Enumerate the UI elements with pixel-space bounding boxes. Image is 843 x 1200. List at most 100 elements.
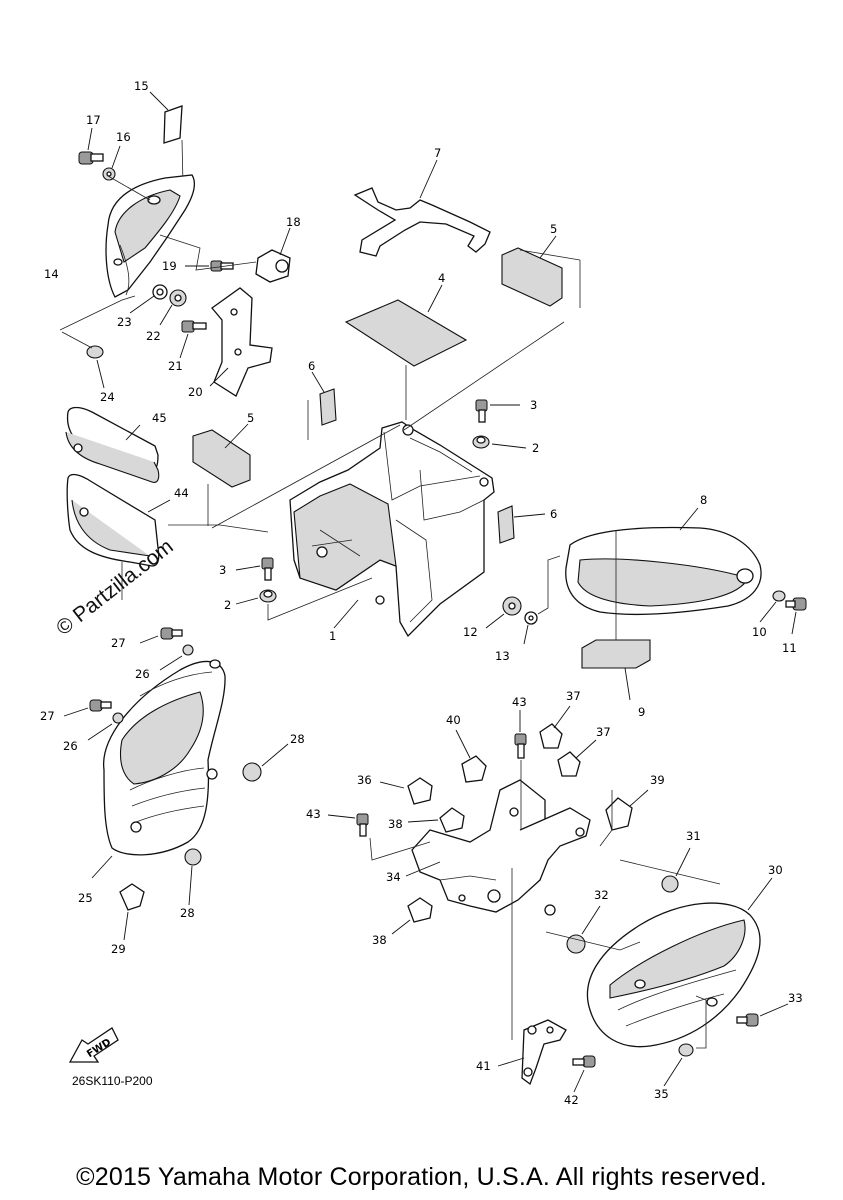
callout-45: 45 [152, 411, 167, 425]
callout-labels: 1 2 2 3 3 4 5 5 6 6 7 8 9 10 11 12 13 14… [40, 79, 803, 1107]
callout-3: 3 [219, 563, 226, 577]
callout-13: 13 [495, 649, 510, 663]
part-14-side-cover [105, 174, 196, 298]
part-36-clamp [379, 777, 433, 805]
callout-3: 3 [530, 398, 537, 412]
part-28-grommet-upper [242, 743, 289, 782]
part-45-reflector [65, 406, 160, 483]
part-17-bolt [78, 127, 104, 165]
callout-32: 32 [594, 888, 609, 902]
part-12-grommet [485, 596, 522, 629]
callout-29: 29 [111, 942, 126, 956]
callout-5: 5 [550, 222, 557, 236]
part-23-washer [129, 284, 168, 314]
callout-16: 16 [116, 130, 131, 144]
part-32-grommet [566, 905, 601, 954]
callout-21: 21 [168, 359, 183, 373]
part-3-bolt-upper [475, 399, 520, 423]
part-29-clamp [119, 883, 145, 941]
part-2-nut-lower [235, 589, 277, 605]
part-43-bolt-left [327, 813, 431, 861]
drawing-code: 26SK110-P200 [72, 1074, 153, 1088]
callout-41: 41 [476, 1059, 491, 1073]
part-25-side-cover [91, 659, 226, 879]
part-44-reflector [66, 473, 171, 567]
part-39-clamp [599, 789, 649, 847]
part-27-bolt-lower [63, 699, 112, 717]
callout-6: 6 [308, 359, 315, 373]
callout-2: 2 [224, 598, 231, 612]
callout-2: 2 [532, 441, 539, 455]
part-26-collar-upper [159, 644, 194, 671]
callout-6: 6 [550, 507, 557, 521]
part-2-nut-upper [472, 435, 527, 449]
callout-37: 37 [596, 725, 611, 739]
part-26-collar-lower [87, 712, 124, 741]
callout-11: 11 [782, 641, 797, 655]
part-1-battery-box [289, 421, 495, 638]
part-37-clamp-upper [539, 705, 571, 749]
part-22-grommet [159, 289, 187, 326]
part-8-side-cover [565, 507, 762, 616]
part-6-pad-right [497, 505, 546, 544]
callout-30: 30 [768, 863, 783, 877]
callout-9: 9 [638, 705, 645, 719]
callout-14: 14 [44, 267, 59, 281]
callout-4: 4 [438, 271, 445, 285]
callout-44: 44 [174, 486, 189, 500]
callout-31: 31 [686, 829, 701, 843]
part-40-clamp [455, 729, 487, 783]
part-27-bolt-upper [139, 627, 183, 644]
callout-43: 43 [512, 695, 527, 709]
part-4-sheet [344, 284, 468, 420]
callout-19: 19 [162, 259, 177, 273]
part-7-strap [353, 159, 491, 257]
part-38-clamp-lower [391, 897, 433, 935]
part-41-bracket [497, 868, 567, 1086]
callout-7: 7 [434, 146, 441, 160]
callout-15: 15 [134, 79, 149, 93]
callout-5: 5 [247, 411, 254, 425]
callout-17: 17 [86, 113, 101, 127]
part-30-side-cover [586, 877, 773, 1048]
part-37-clamp-lower [557, 739, 597, 777]
part-24-grommet [86, 345, 105, 389]
callout-1: 1 [329, 629, 336, 643]
callout-24: 24 [100, 390, 115, 404]
part-38-clamp-upper [407, 807, 465, 833]
part-18-relay [255, 227, 291, 283]
callout-42: 42 [564, 1093, 579, 1107]
part-3-bolt-lower [235, 557, 274, 581]
part-16-collar [102, 145, 121, 181]
callout-36: 36 [357, 773, 372, 787]
part-28-grommet-lower [184, 848, 202, 906]
callout-40: 40 [446, 713, 461, 727]
callout-23: 23 [117, 315, 132, 329]
callout-38: 38 [372, 933, 387, 947]
part-10-washer [759, 590, 786, 623]
part-43-bolt-upper [514, 710, 527, 830]
callout-26: 26 [135, 667, 150, 681]
part-5-pad-left [192, 423, 251, 526]
callout-8: 8 [700, 493, 707, 507]
part-31-grommet [661, 847, 691, 893]
part-6-pad-left [307, 371, 337, 440]
part-42-bolt [572, 1055, 596, 1093]
callout-34: 34 [386, 870, 401, 884]
callout-39: 39 [650, 773, 665, 787]
part-35-grommet [663, 995, 707, 1087]
callout-38: 38 [388, 817, 403, 831]
callout-28: 28 [180, 906, 195, 920]
part-9-pad [581, 530, 651, 701]
part-21-bolt [179, 320, 207, 359]
part-20-bracket [209, 287, 273, 397]
callout-25: 25 [78, 891, 93, 905]
callout-10: 10 [752, 625, 767, 639]
part-34-bracket [405, 779, 591, 916]
copyright-notice: ©2015 Yamaha Motor Corporation, U.S.A. A… [76, 1163, 767, 1191]
callout-35: 35 [654, 1087, 669, 1101]
callout-37: 37 [566, 689, 581, 703]
callout-33: 33 [788, 991, 803, 1005]
part-11-bolt [785, 597, 807, 635]
